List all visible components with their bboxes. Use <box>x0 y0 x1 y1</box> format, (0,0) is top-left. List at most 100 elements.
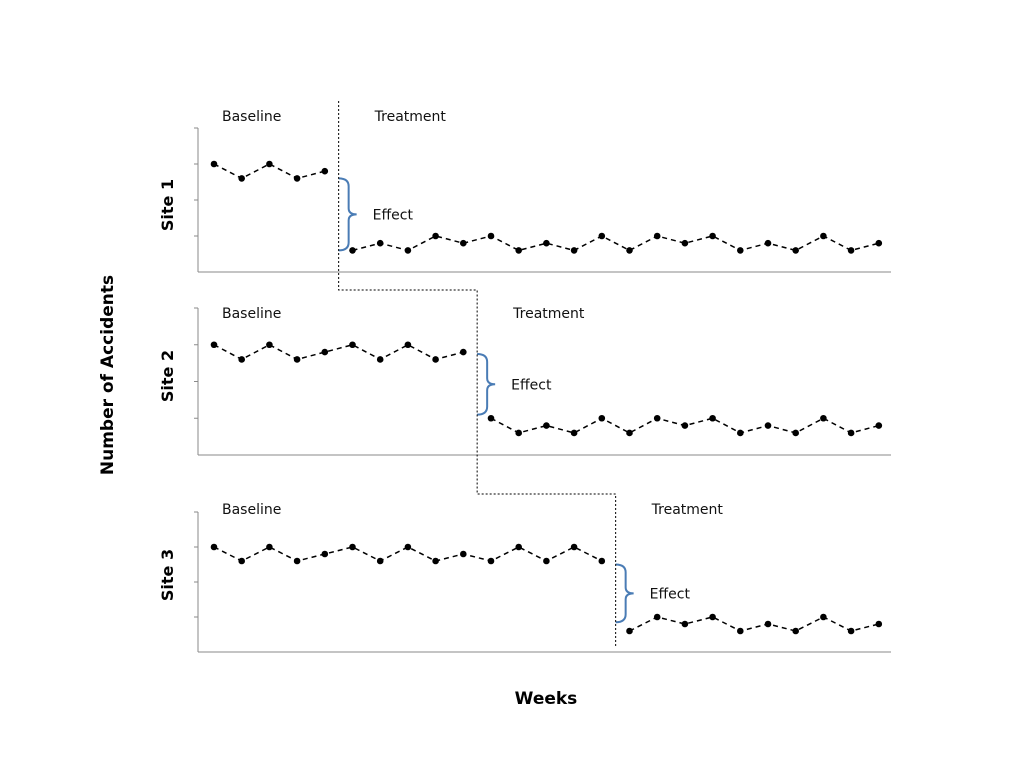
treatment-data-point <box>847 247 855 254</box>
treatment-data-point <box>515 247 522 254</box>
effect-brace <box>338 177 357 252</box>
treatment-data-point <box>737 429 744 437</box>
treatment-data-point <box>820 613 827 621</box>
baseline-series-line <box>213 546 603 562</box>
treatment-data-point <box>653 414 661 422</box>
treatment-data-point <box>653 232 661 240</box>
treatment-data-point <box>792 247 799 254</box>
treatment-data-point <box>847 429 855 437</box>
treatment-data-point <box>626 247 633 254</box>
treatment-data-point <box>404 247 412 254</box>
treatment-data-point <box>460 239 467 247</box>
treatment-data-point <box>653 613 661 621</box>
baseline-series-line <box>213 343 464 361</box>
treatment-series-line <box>629 616 879 632</box>
treatment-data-point <box>820 414 827 422</box>
treatment-data-point <box>598 414 606 422</box>
treatment-data-point <box>875 239 883 247</box>
treatment-data-point <box>626 627 633 635</box>
treatment-label: Treatment <box>512 306 585 322</box>
baseline-data-point <box>487 557 495 565</box>
treatment-label: Treatment <box>651 502 724 518</box>
baseline-data-point <box>266 160 273 168</box>
treatment-data-point <box>875 422 883 429</box>
treatment-data-point <box>681 239 689 247</box>
baseline-data-point <box>432 356 439 363</box>
treatment-series-line <box>352 235 879 252</box>
baseline-data-point <box>460 550 467 558</box>
treatment-data-point <box>764 239 772 247</box>
baseline-data-point <box>543 557 550 565</box>
baseline-data-point <box>404 341 412 349</box>
treatment-data-point <box>349 247 356 254</box>
site-label: Site 1 <box>158 179 177 231</box>
treatment-data-point <box>875 620 883 628</box>
baseline-data-point <box>293 175 301 182</box>
treatment-data-point <box>376 239 384 247</box>
baseline-data-point <box>376 557 384 565</box>
site-label: Site 3 <box>158 549 177 601</box>
treatment-data-point <box>792 429 799 437</box>
baseline-label: Baseline <box>222 306 281 322</box>
treatment-data-point <box>820 232 827 240</box>
baseline-data-point <box>321 167 329 175</box>
baseline-data-point <box>432 557 439 565</box>
treatment-data-point <box>847 627 855 635</box>
treatment-data-point <box>626 429 633 437</box>
treatment-data-point <box>515 429 522 437</box>
treatment-data-point <box>543 239 550 247</box>
baseline-data-point <box>321 348 329 356</box>
treatment-data-point <box>709 613 716 621</box>
baseline-data-point <box>515 543 522 551</box>
treatment-data-point <box>487 414 495 422</box>
treatment-data-point <box>681 620 689 628</box>
treatment-data-point <box>432 232 439 240</box>
baseline-data-point <box>349 341 356 349</box>
treatment-data-point <box>709 232 716 240</box>
y-axis-title: Number of Accidents <box>98 275 118 475</box>
baseline-series-line <box>213 163 325 180</box>
baseline-data-point <box>570 543 578 551</box>
baseline-data-point <box>349 543 356 551</box>
treatment-data-point <box>598 232 606 240</box>
baseline-data-point <box>321 550 329 558</box>
effect-label: Effect <box>650 586 691 602</box>
treatment-data-point <box>543 422 550 429</box>
effect-label: Effect <box>373 207 414 223</box>
baseline-data-point <box>376 356 384 363</box>
treatment-data-point <box>487 232 495 240</box>
treatment-data-point <box>764 620 772 628</box>
treatment-data-point <box>737 627 744 635</box>
treatment-data-point <box>681 422 689 429</box>
treatment-label: Treatment <box>374 109 447 125</box>
site-label: Site 2 <box>158 350 177 402</box>
treatment-data-point <box>709 414 716 422</box>
baseline-data-point <box>210 543 218 551</box>
treatment-data-point <box>737 247 744 254</box>
phase-change-line <box>338 101 617 648</box>
baseline-data-point <box>266 341 273 349</box>
baseline-data-point <box>238 356 245 363</box>
baseline-data-point <box>598 557 606 565</box>
baseline-data-point <box>460 348 467 356</box>
x-axis-title: Weeks <box>515 689 578 709</box>
baseline-data-point <box>210 341 218 349</box>
treatment-data-point <box>792 627 799 635</box>
effect-brace <box>477 352 496 416</box>
baseline-data-point <box>293 557 301 565</box>
treatment-data-point <box>570 247 578 254</box>
effect-label: Effect <box>511 377 552 393</box>
treatment-data-point <box>570 429 578 437</box>
baseline-data-point <box>404 543 412 551</box>
baseline-label: Baseline <box>222 109 281 125</box>
baseline-data-point <box>266 543 273 551</box>
baseline-data-point <box>238 557 245 565</box>
baseline-data-point <box>210 160 218 168</box>
treatment-data-point <box>764 422 772 429</box>
baseline-data-point <box>293 356 301 363</box>
